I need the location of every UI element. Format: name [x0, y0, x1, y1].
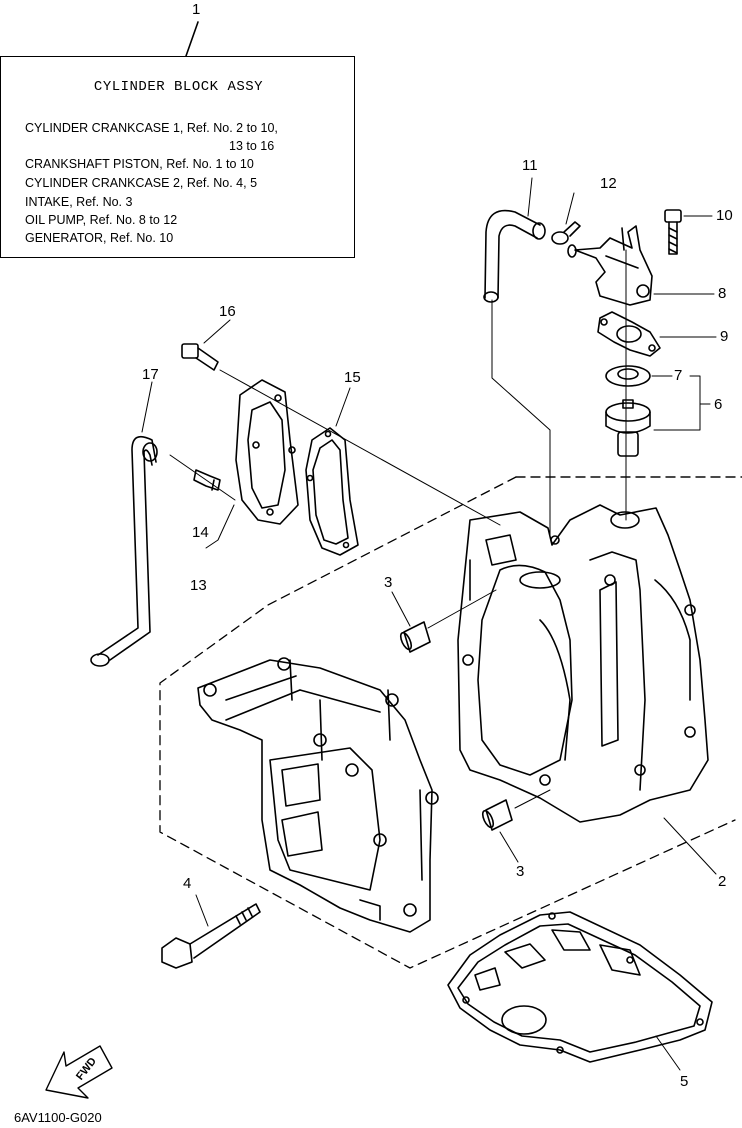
legend-line: INTAKE, Ref. No. 3 — [25, 195, 133, 209]
leader-3a — [391, 591, 411, 627]
diagram-code: 6AV1100-G020 — [14, 1110, 102, 1125]
dowel-3a — [399, 621, 431, 653]
hose-11 — [483, 209, 546, 303]
gasket-5 — [447, 911, 713, 1063]
callout-10: 10 — [716, 207, 733, 224]
hose-17 — [90, 435, 158, 667]
legend-line: CYLINDER CRANKCASE 1, Ref. No. 2 to 10, — [25, 121, 278, 135]
leader-3b — [499, 831, 519, 863]
leader-12 — [565, 192, 575, 225]
gasket-9 — [597, 311, 661, 357]
callout-2: 2 — [718, 873, 727, 890]
callout-1: 1 — [192, 1, 201, 18]
callout-17: 17 — [142, 366, 159, 383]
callout-3a: 3 — [384, 574, 393, 591]
legend-line: 13 to 16 — [229, 139, 275, 153]
legend-line: CYLINDER CRANKCASE 2, Ref. No. 4, 5 — [25, 176, 258, 190]
leader-5 — [655, 1035, 681, 1071]
connector-14 — [169, 454, 236, 501]
leader-15 — [335, 387, 351, 427]
fitting-14 — [193, 469, 221, 491]
leader-4 — [195, 894, 209, 927]
washer-7 — [605, 365, 651, 387]
leader-16 — [203, 319, 231, 344]
callout-8: 8 — [718, 285, 727, 302]
callout-16: 16 — [219, 303, 236, 320]
bolt-10 — [664, 209, 682, 255]
legend-line: GENERATOR, Ref. No. 10 — [25, 231, 174, 245]
leader-6-bracket — [653, 375, 701, 431]
cylinder-crankcase-1 — [197, 657, 439, 933]
connector-16 — [219, 369, 501, 526]
fwd-arrow — [45, 1045, 113, 1099]
connector-3a — [427, 589, 497, 629]
dowel-3b — [481, 799, 513, 831]
connector-3b — [514, 789, 551, 809]
cover-13 — [235, 379, 299, 525]
leader-11 — [527, 177, 533, 217]
legend-title: CYLINDER BLOCK ASSY — [93, 79, 264, 95]
thermostat-6 — [605, 399, 651, 457]
callout-14: 14 — [192, 524, 209, 541]
bolt-16 — [181, 343, 219, 371]
clip-12 — [551, 221, 581, 245]
leader-17 — [141, 381, 153, 433]
callout-4: 4 — [183, 875, 192, 892]
callout-5: 5 — [680, 1073, 689, 1090]
assembly-legend-box: CYLINDER BLOCK ASSY CYLINDER CRANKCASE 1… — [0, 56, 355, 258]
callout-9: 9 — [720, 328, 729, 345]
callout-12: 12 — [600, 175, 617, 192]
callout-6: 6 — [714, 396, 723, 413]
cylinder-crankcase-2 — [457, 504, 709, 823]
callout-11: 11 — [522, 157, 538, 174]
leader-13-14 — [205, 504, 235, 549]
connector-11 — [491, 299, 551, 536]
callout-3b: 3 — [516, 863, 525, 880]
oil-pump-8 — [567, 225, 653, 306]
leader-2 — [663, 817, 717, 875]
callout-15: 15 — [344, 369, 361, 386]
callout-13: 13 — [190, 577, 207, 594]
callout-7: 7 — [674, 367, 683, 384]
bolt-4 — [161, 903, 261, 969]
legend-line: OIL PUMP, Ref. No. 8 to 12 — [25, 213, 178, 227]
assembly-dashed-outline-2 — [159, 476, 736, 969]
legend-line: CRANKSHAFT PISTON, Ref. No. 1 to 10 — [25, 157, 254, 171]
leader-1 — [185, 21, 199, 57]
gasket-15 — [305, 427, 359, 556]
